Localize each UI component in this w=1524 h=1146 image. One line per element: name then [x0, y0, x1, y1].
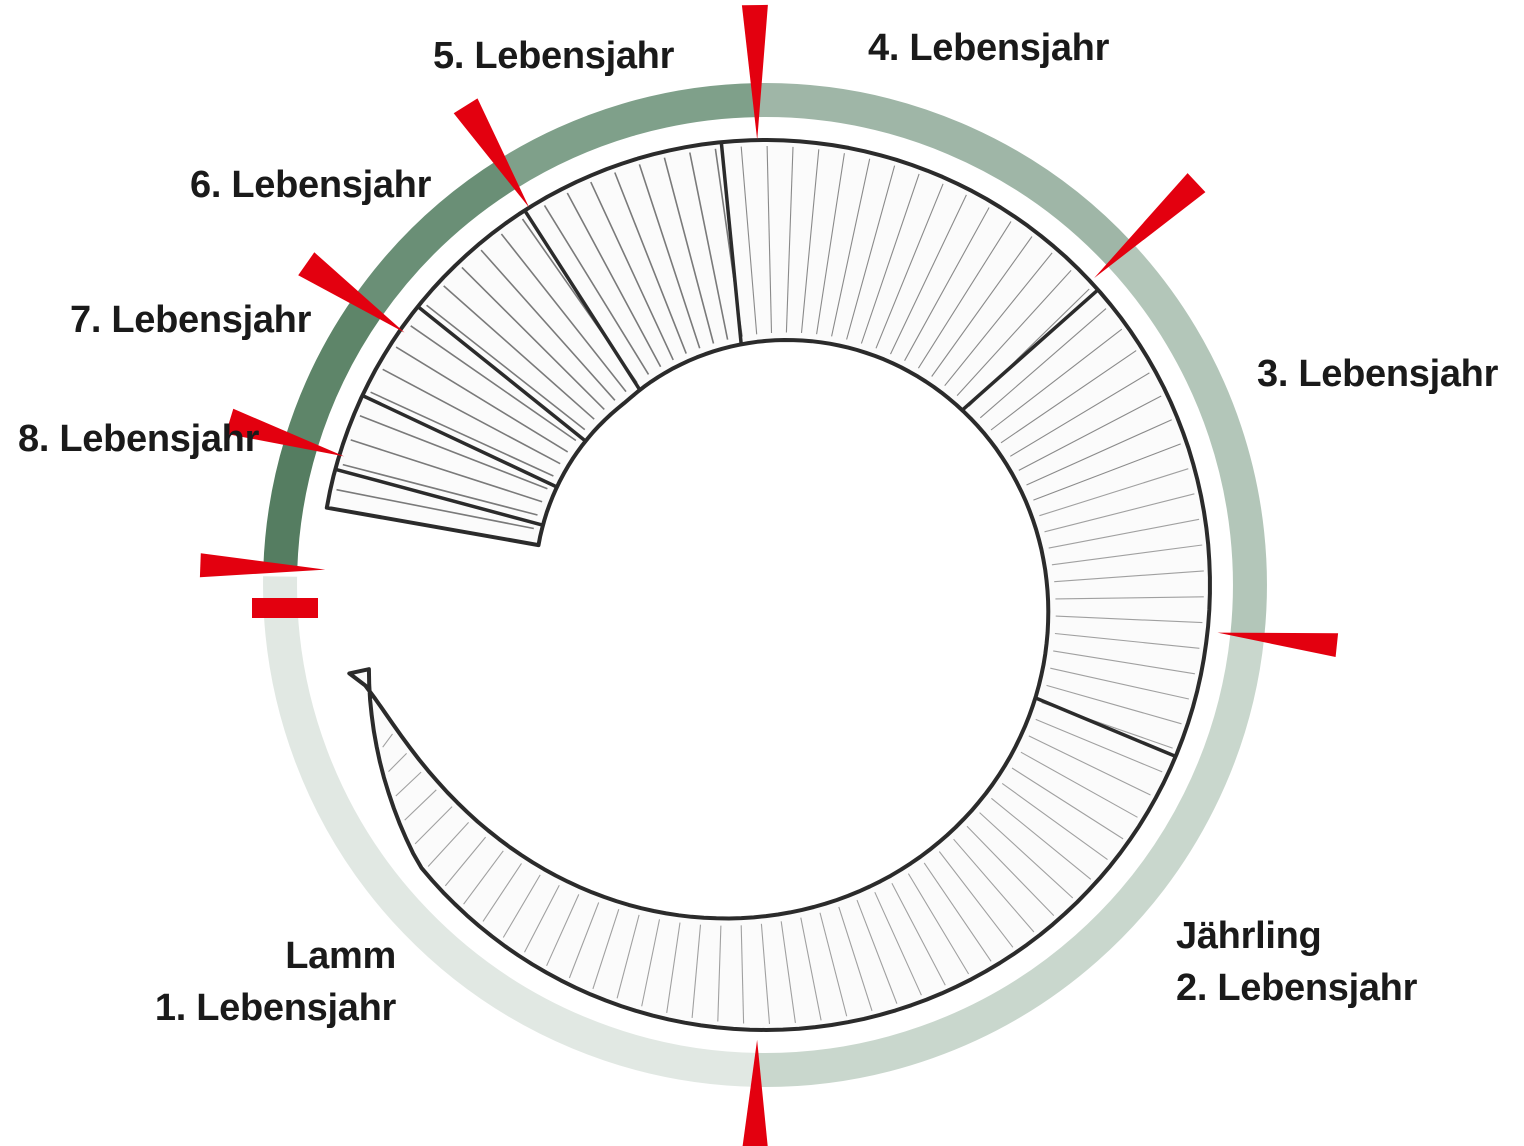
label-lamm-line1: Lamm [155, 930, 396, 982]
label-jaehrling-line1: Jährling [1176, 910, 1417, 962]
label-4-lebensjahr: 4. Lebensjahr [868, 22, 1109, 74]
label-3-lebensjahr: 3. Lebensjahr [1257, 348, 1498, 400]
label-6-lebensjahr: 6. Lebensjahr [190, 159, 431, 211]
horn-outline [327, 140, 1210, 1030]
label-lamm-line2: 1. Lebensjahr [155, 982, 396, 1034]
label-5-lebensjahr: 5. Lebensjahr [433, 30, 674, 82]
marker-end-8-lebensjahr [200, 553, 325, 577]
label-8-lebensjahr: 8. Lebensjahr [18, 413, 259, 465]
marker-start-lamm [252, 598, 318, 618]
label-jaehrling: Jährling 2. Lebensjahr [1176, 910, 1417, 1014]
label-lamm: Lamm 1. Lebensjahr [155, 930, 396, 1034]
label-jaehrling-line2: 2. Lebensjahr [1176, 962, 1417, 1014]
horn-drawing [327, 140, 1210, 1030]
marker-5-lebensjahr [742, 5, 768, 140]
ring-segment-y8 [280, 443, 301, 568]
label-7-lebensjahr: 7. Lebensjahr [70, 294, 311, 346]
